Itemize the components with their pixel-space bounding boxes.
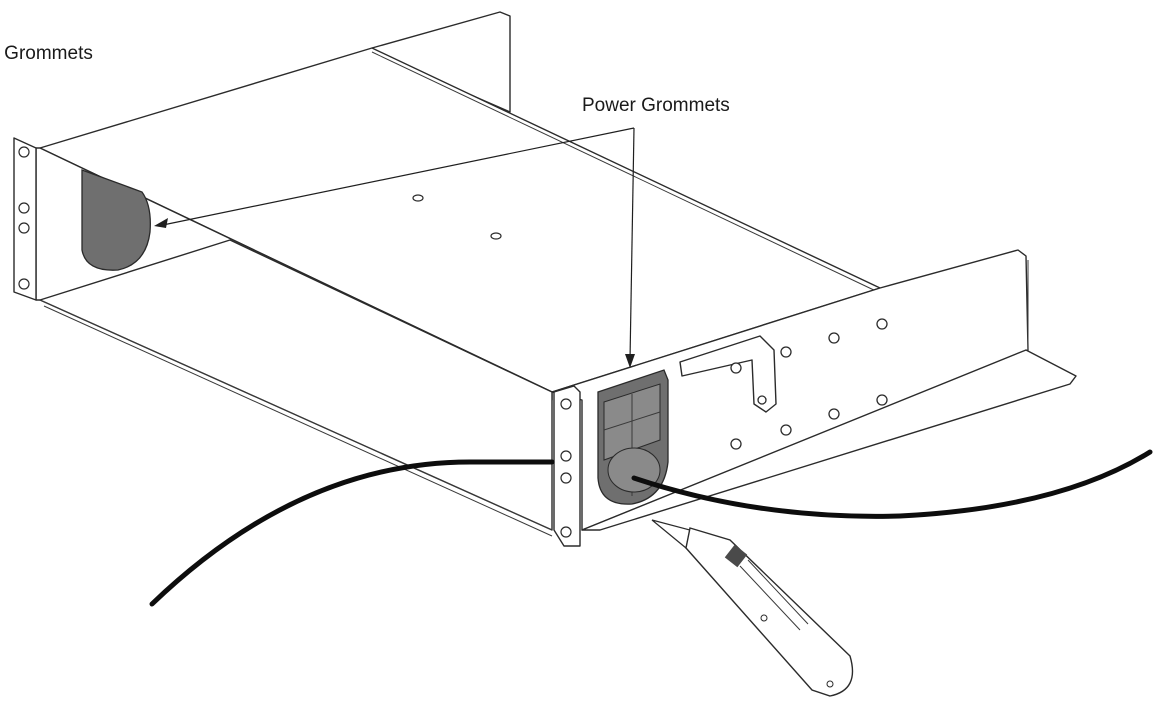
- flange-hole: [18, 222, 30, 234]
- panel-notch: [679, 335, 777, 413]
- panel-screw: [876, 318, 888, 330]
- flange-hole: [560, 450, 572, 462]
- flange-hole: [560, 398, 572, 410]
- panel-screw: [730, 362, 742, 374]
- right-side-panel: [551, 249, 1029, 531]
- panel-screw: [780, 346, 792, 358]
- cover-hole: [412, 194, 424, 202]
- left-front-flange: [13, 137, 37, 301]
- panel-screw: [730, 438, 742, 450]
- bottom-tray-lip: [581, 349, 1077, 531]
- callout-arrow-left: [157, 127, 635, 227]
- right-front-flange: [553, 385, 581, 547]
- panel-screw: [876, 394, 888, 406]
- utility-knife-icon: [651, 519, 854, 697]
- bottom-edge: [39, 299, 553, 531]
- flange-hole: [18, 278, 30, 290]
- flange-hole: [560, 526, 572, 538]
- callout-label-left: er Grommets: [0, 43, 93, 64]
- bottom-edge-lower: [43, 305, 553, 537]
- panel-screw: [757, 395, 767, 405]
- grommet-slit-line: [603, 411, 661, 431]
- power-cable-right: [631, 449, 1153, 519]
- left-power-grommet: [81, 169, 151, 271]
- callout-label-right: Power Grommets: [582, 95, 730, 116]
- cover-hole: [490, 232, 502, 240]
- panel-screw: [828, 408, 840, 420]
- arrowhead: [625, 354, 635, 368]
- flange-hole: [560, 472, 572, 484]
- top-cover-edge: [371, 51, 879, 293]
- arrowhead: [154, 218, 168, 228]
- power-cable-left: [149, 459, 555, 607]
- panel-screw: [828, 332, 840, 344]
- flange-hole: [18, 146, 30, 158]
- flange-hole: [18, 202, 30, 214]
- panel-screw: [780, 424, 792, 436]
- callout-arrow-right: [629, 127, 635, 361]
